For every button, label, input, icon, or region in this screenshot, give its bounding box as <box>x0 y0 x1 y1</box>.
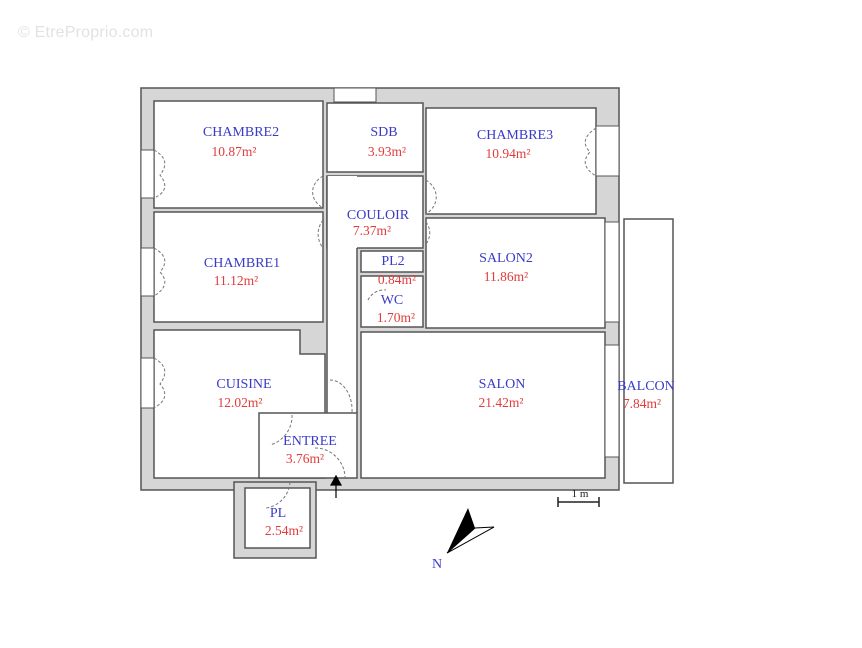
room-chambre3 <box>425 107 597 215</box>
label-wc: WC 1.70m² <box>377 293 415 325</box>
label-salon2: SALON2 11.86m² <box>479 251 533 284</box>
svg-text:ENTREE: ENTREE <box>283 434 337 449</box>
svg-text:COULOIR: COULOIR <box>347 208 410 223</box>
room-wc <box>360 275 424 328</box>
svg-text:CUISINE: CUISINE <box>216 377 271 392</box>
svg-text:BALCON: BALCON <box>617 379 675 394</box>
label-salon: SALON 21.42m² <box>479 377 526 410</box>
room-chambre1 <box>153 211 324 323</box>
svg-text:PL2: PL2 <box>381 254 404 269</box>
label-chambre3: CHAMBRE3 10.94m² <box>477 128 553 161</box>
svg-text:N: N <box>432 557 442 572</box>
room-couloir-lower <box>327 176 357 413</box>
room-balcon <box>623 218 674 484</box>
label-sdb: SDB 3.93m² <box>368 125 406 159</box>
room-entree <box>258 412 358 479</box>
scale-bar: 1 m <box>557 488 600 507</box>
svg-text:10.94m²: 10.94m² <box>486 146 531 161</box>
svg-text:10.87m²: 10.87m² <box>212 144 257 159</box>
svg-text:WC: WC <box>381 293 404 308</box>
label-pl: PL 2.54m² <box>265 506 303 538</box>
entrance-arrow-icon <box>329 474 343 498</box>
svg-text:0.84m²: 0.84m² <box>378 272 416 287</box>
svg-text:11.86m²: 11.86m² <box>484 269 528 284</box>
svg-text:CHAMBRE1: CHAMBRE1 <box>204 256 280 271</box>
room-pl <box>244 487 311 549</box>
label-chambre1: CHAMBRE1 11.12m² <box>204 256 280 288</box>
room-salon2 <box>425 217 606 329</box>
svg-text:7.84m²: 7.84m² <box>623 396 661 411</box>
svg-text:1.70m²: 1.70m² <box>377 310 415 325</box>
svg-text:SDB: SDB <box>370 125 397 140</box>
svg-text:PL: PL <box>270 506 286 521</box>
room-salon <box>360 331 606 479</box>
svg-text:3.93m²: 3.93m² <box>368 144 406 159</box>
svg-text:CHAMBRE2: CHAMBRE2 <box>203 125 279 140</box>
watermark: © EtreProprio.com <box>18 24 154 41</box>
label-cuisine: CUISINE 12.02m² <box>216 377 271 410</box>
label-pl2: PL2 0.84m² <box>378 254 416 287</box>
label-balcon: BALCON 7.84m² <box>617 379 675 411</box>
svg-text:21.42m²: 21.42m² <box>479 395 524 410</box>
window <box>333 87 377 103</box>
north-arrow-icon: N <box>432 508 495 572</box>
svg-text:2.54m²: 2.54m² <box>265 523 303 538</box>
svg-text:12.02m²: 12.02m² <box>218 395 263 410</box>
room-pl2 <box>360 250 424 273</box>
svg-text:11.12m²: 11.12m² <box>214 273 258 288</box>
svg-text:SALON2: SALON2 <box>479 251 533 266</box>
svg-text:CHAMBRE3: CHAMBRE3 <box>477 128 553 143</box>
svg-text:7.37m²: 7.37m² <box>353 223 391 238</box>
svg-text:1 m: 1 m <box>572 488 589 500</box>
svg-text:SALON: SALON <box>479 377 526 392</box>
label-entree: ENTREE 3.76m² <box>283 434 337 466</box>
room-sdb <box>326 102 424 173</box>
svg-text:3.76m²: 3.76m² <box>286 451 324 466</box>
label-chambre2: CHAMBRE2 10.87m² <box>203 125 279 159</box>
